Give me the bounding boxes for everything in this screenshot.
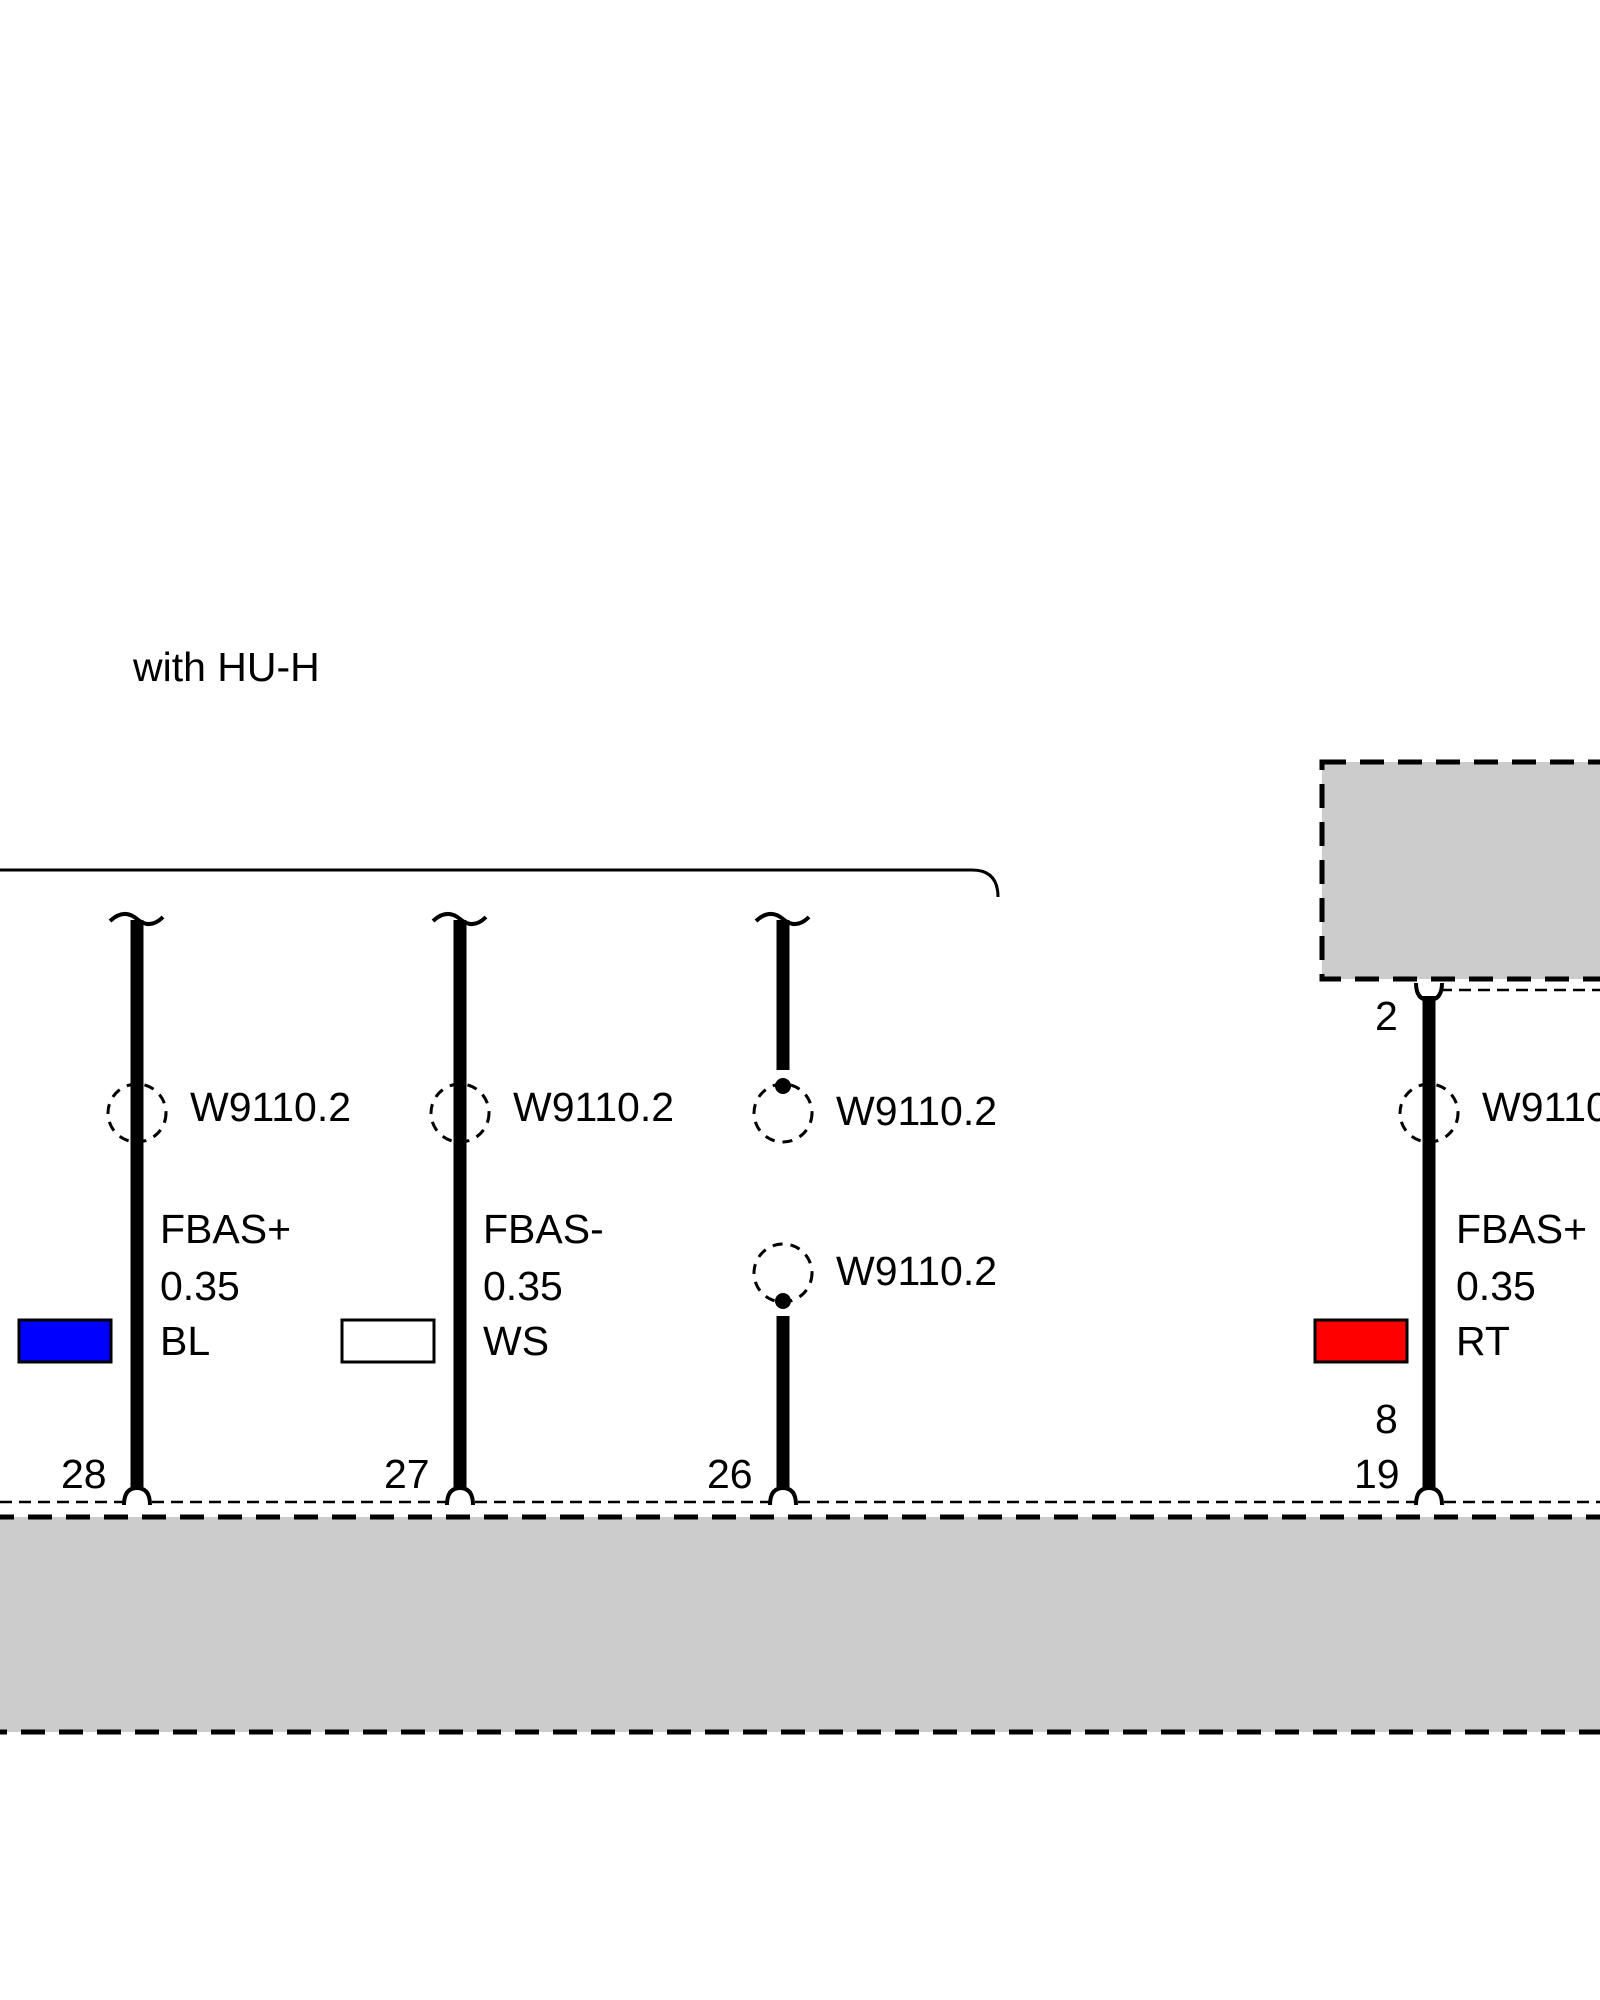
wire-break-icon [754, 912, 811, 926]
shield-label-upper: W9110.2 [836, 1088, 997, 1134]
color-swatch [17, 1318, 113, 1364]
shield-label: W9110.2 [513, 1084, 674, 1130]
pin-number: 26 [707, 1451, 753, 1497]
shield-label-lower: W9110.2 [836, 1248, 997, 1294]
shield-icon [752, 1082, 814, 1144]
color-code-label: RT [1456, 1318, 1510, 1364]
pin-terminal-icon [1414, 1485, 1444, 1506]
pin-terminal-icon [122, 1485, 152, 1506]
signal-label: FBAS- [483, 1206, 604, 1252]
color-code-label: BL [160, 1318, 210, 1364]
shield-icon [1398, 1082, 1460, 1144]
pin-number: 28 [61, 1451, 107, 1497]
gauge-label: 0.35 [160, 1263, 240, 1309]
lower-component-box [0, 1514, 1600, 1735]
pin-number-top: 2 [1375, 993, 1398, 1039]
wire-fbas-plus-rt[interactable]: 2 W9110 FBAS+ 0.35 RT 8 19 [1313, 982, 1600, 1506]
shield-dot-icon [775, 1078, 791, 1094]
wire-break-icon [431, 912, 488, 926]
upper-component-box [1319, 759, 1600, 982]
wire-break-icon [108, 912, 165, 926]
option-label: with HU-H [132, 644, 320, 690]
pin-number: 27 [384, 1451, 430, 1497]
pin-terminal-icon [445, 1485, 475, 1506]
pin-number-alt: 8 [1375, 1396, 1398, 1442]
wire-shield-drain[interactable]: W9110.2 W9110.2 26 [707, 912, 997, 1506]
pin-terminal-icon [768, 1485, 798, 1506]
signal-label: FBAS+ [1456, 1206, 1587, 1252]
wire-fbas-plus-bl[interactable]: W9110.2 FBAS+ 0.35 BL 28 [17, 912, 351, 1506]
shield-label: W9110.2 [190, 1084, 351, 1130]
option-bracket [0, 868, 1000, 898]
shield-label: W9110 [1482, 1084, 1600, 1130]
wire-fbas-minus-ws[interactable]: W9110.2 FBAS- 0.35 WS 27 [340, 912, 674, 1506]
pin-number: 19 [1354, 1451, 1400, 1497]
color-swatch [340, 1318, 436, 1364]
color-code-label: WS [483, 1318, 549, 1364]
color-swatch [1313, 1318, 1409, 1364]
shield-icon [429, 1082, 491, 1144]
signal-label: FBAS+ [160, 1206, 291, 1252]
gauge-label: 0.35 [483, 1263, 563, 1309]
gauge-label: 0.35 [1456, 1263, 1536, 1309]
shield-dot-icon [775, 1293, 791, 1309]
shield-icon [106, 1082, 168, 1144]
